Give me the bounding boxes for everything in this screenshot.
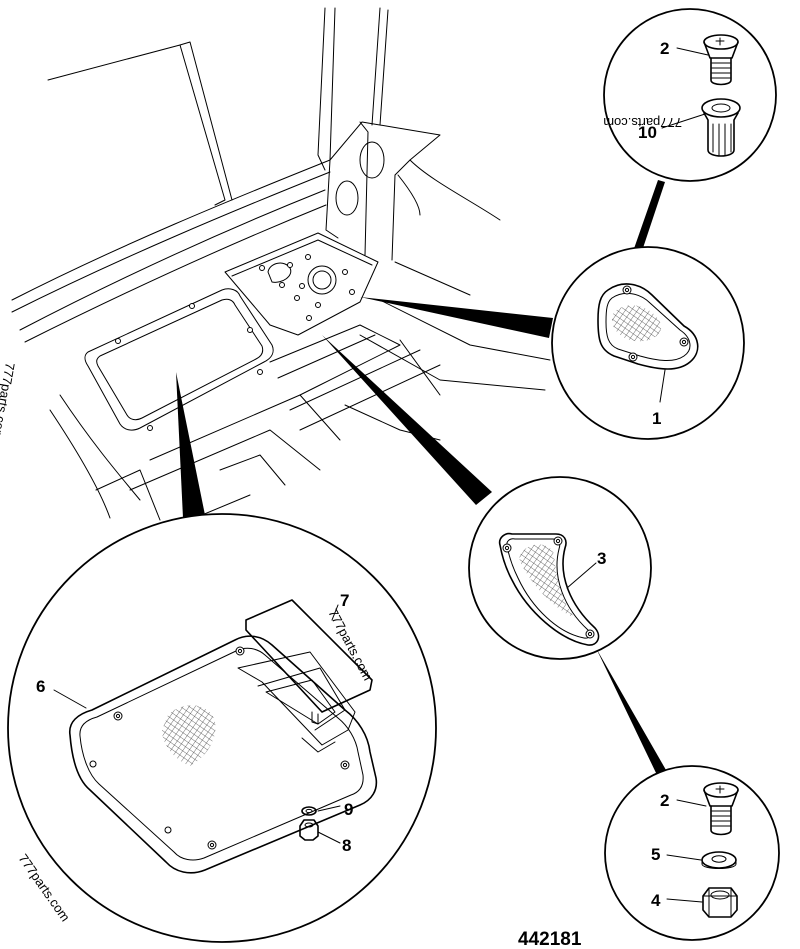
detail-circle-floor-hatch (7, 513, 437, 943)
callout-10: 10 (638, 123, 657, 142)
callout-3: 3 (597, 549, 606, 568)
cab-floor-drawing (11, 7, 551, 521)
detail-circle-cover-plate (551, 246, 745, 440)
callout-9: 9 (344, 800, 353, 819)
callout-7: 7 (340, 591, 349, 610)
callout-5: 5 (651, 845, 660, 864)
leader-wedges (176, 180, 666, 775)
drawing-part-number: 442181 (518, 929, 582, 949)
callout-1: 1 (652, 409, 661, 428)
callout-4: 4 (651, 891, 661, 910)
detail-circle-insert-screw (603, 8, 777, 182)
callout-labels: 1 2 10 3 2 5 4 6 7 8 9 (36, 39, 669, 910)
watermark-top-right: 777parts.com (603, 115, 682, 130)
callout-2-bottom: 2 (660, 791, 669, 810)
callout-2-top: 2 (660, 39, 669, 58)
callout-6: 6 (36, 677, 45, 696)
watermark-left: 777parts.com (0, 361, 18, 441)
detail-circle-screw-washer-nut (604, 765, 780, 941)
detail-circle-curved-plate (468, 476, 652, 660)
callout-8: 8 (342, 836, 351, 855)
